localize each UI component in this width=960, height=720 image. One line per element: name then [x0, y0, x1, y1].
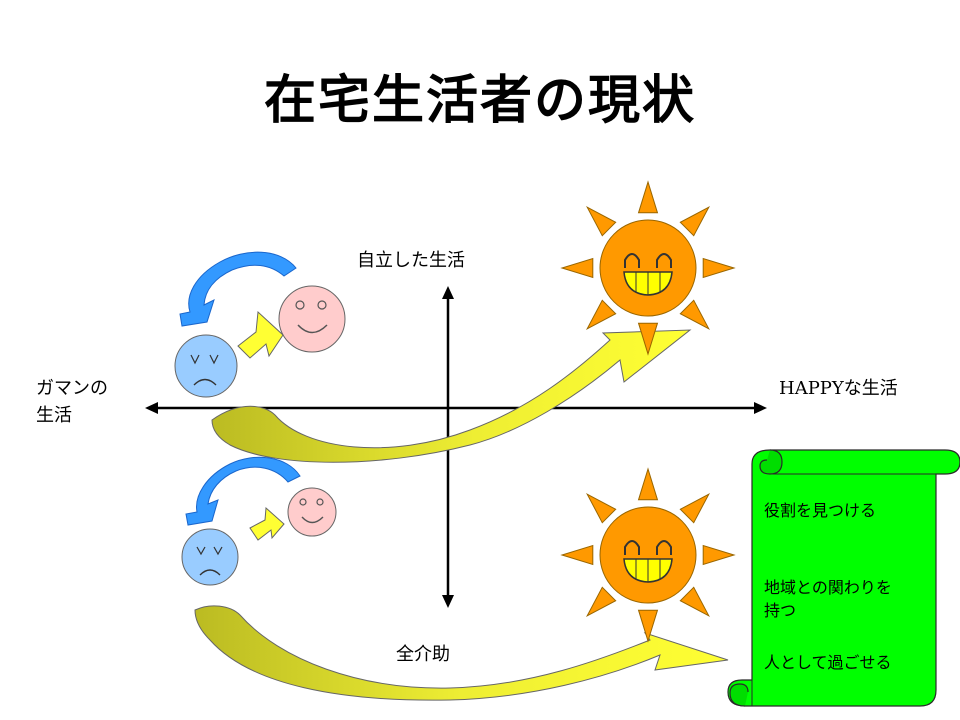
sun-ray — [585, 492, 617, 524]
sad-face-bottom — [181, 528, 239, 586]
sun-eye — [624, 253, 640, 268]
sun-ray — [702, 257, 736, 279]
sun-ray — [560, 257, 594, 279]
sun-teeth — [635, 559, 661, 582]
small-yellow-arrow-top — [237, 310, 284, 359]
sun-eye — [656, 253, 672, 268]
sun-ray — [679, 299, 711, 331]
sad-face-top — [174, 334, 238, 398]
axis-label-left-line1: ガマンの — [36, 378, 108, 399]
pink-smiley-face-top — [278, 285, 346, 353]
sun-disc — [599, 219, 697, 317]
sun-ray — [637, 609, 659, 643]
scroll-item-community-line1: 地域との関わりを — [764, 578, 892, 597]
sun-ray — [637, 180, 659, 214]
upward-curved-arrow-bottom — [194, 605, 729, 701]
axis-label-left-line2: 生活 — [36, 405, 72, 426]
sun-ray — [585, 299, 617, 331]
green-scroll-banner — [727, 449, 960, 707]
sun-teeth — [635, 272, 661, 295]
sun-ray — [702, 544, 736, 566]
slide-title: 在宅生活者の現状 — [263, 71, 696, 131]
sun-disc — [599, 506, 697, 604]
sun-ray — [585, 586, 617, 618]
sun-ray — [637, 322, 659, 356]
pink-smiley-face-bottom — [287, 487, 337, 537]
sun-ray — [679, 586, 711, 618]
sun-eye — [624, 540, 640, 555]
axis-label-bottom: 全介助 — [396, 644, 450, 665]
sun-ray — [560, 544, 594, 566]
blue-curved-arrow-top — [179, 251, 297, 327]
smiling-sun-icon-bottom — [560, 467, 736, 643]
sun-ray — [679, 205, 711, 237]
sun-ray — [637, 467, 659, 501]
axis-label-top: 自立した生活 — [357, 250, 465, 271]
smiling-sun-icon-top — [560, 180, 736, 356]
blue-curved-arrow-bottom — [185, 456, 301, 526]
sun-ray — [679, 492, 711, 524]
upward-curved-arrow-top — [211, 329, 692, 463]
scroll-item-role: 役割を見つける — [764, 501, 877, 520]
axis-label-right: HAPPYな生活 — [779, 378, 898, 399]
sun-ray — [585, 205, 617, 237]
scroll-item-community-line2: 持つ — [764, 601, 797, 620]
small-yellow-arrow-bottom — [249, 506, 285, 541]
scroll-item-dignity: 人として過ごせる — [764, 653, 892, 672]
sun-eye — [656, 540, 672, 555]
